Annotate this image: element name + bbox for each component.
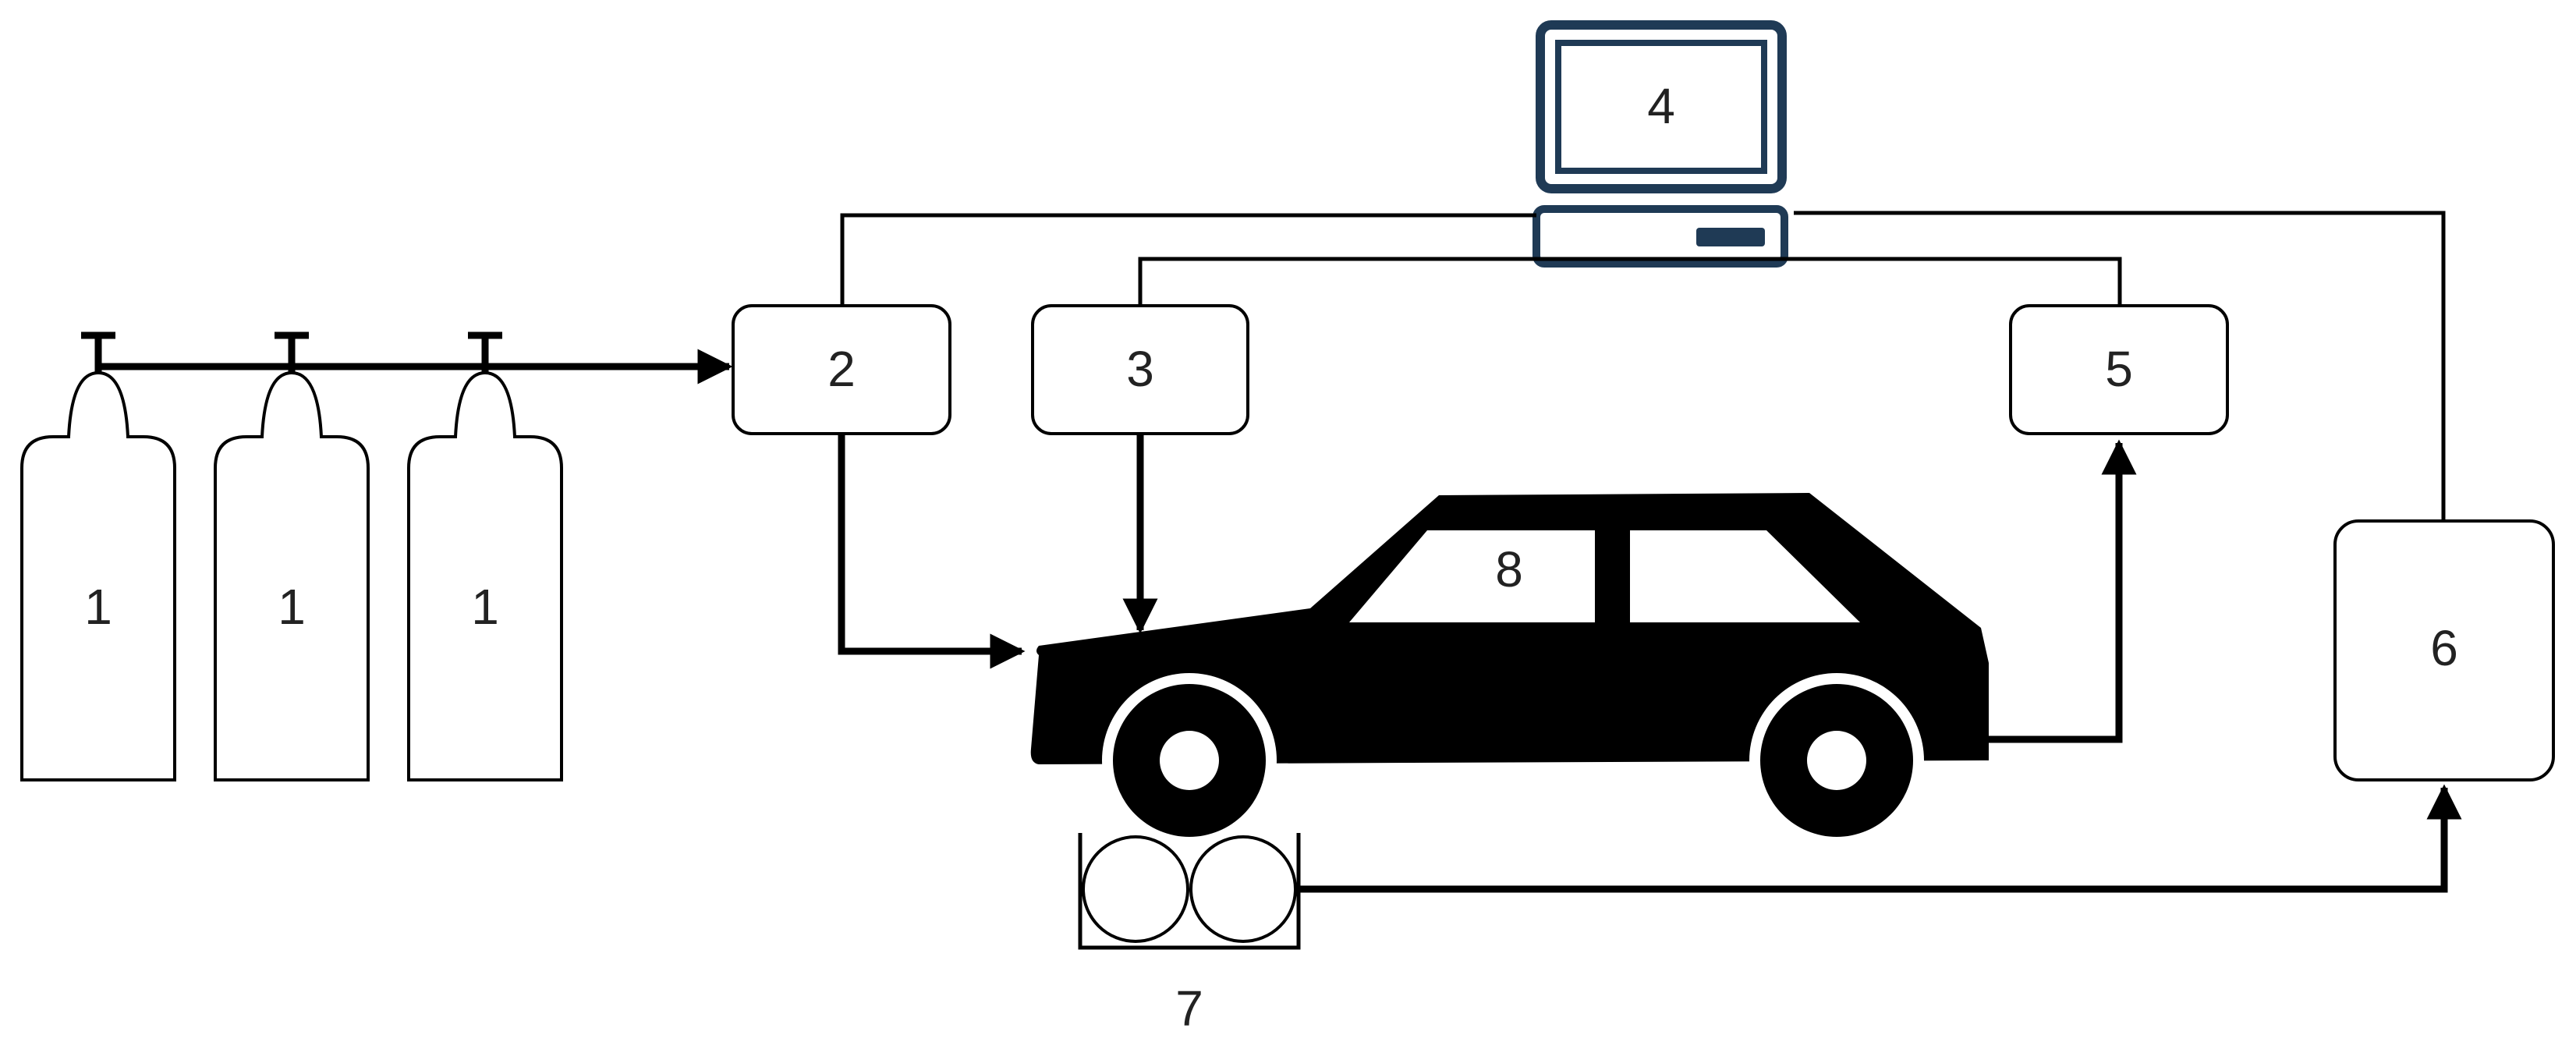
box-3-label: 3: [1126, 341, 1154, 397]
arrow-box2-to-car: [838, 434, 1026, 669]
box-5-label: 5: [2105, 341, 2133, 397]
link-box6-computer: [1794, 211, 2446, 521]
cylinder-2-label: 1: [278, 579, 306, 635]
gas-cylinder-2: 1: [214, 331, 370, 781]
box-6-label: 6: [2430, 620, 2458, 676]
box-5: 5: [2009, 304, 2229, 435]
gas-cylinder-3: 1: [407, 331, 563, 781]
arrow-car-to-box5: [1989, 439, 2137, 743]
arrow-rollers-to-box6: [1299, 784, 2462, 893]
computer-icon: 4: [1532, 20, 1788, 268]
car-label: 8: [1495, 541, 1523, 597]
box-3: 3: [1031, 304, 1249, 435]
rollers-label: 7: [1175, 980, 1203, 1037]
box-2-label: 2: [827, 341, 856, 397]
gas-cylinder-1: 1: [20, 331, 176, 781]
dyno-rollers: 7: [1078, 833, 1301, 1037]
cylinder-3-label: 1: [471, 579, 499, 635]
car-icon: 8: [1030, 493, 1989, 848]
computer-label: 4: [1647, 78, 1675, 134]
link-computer-box2: [840, 213, 1536, 306]
box-6: 6: [2333, 519, 2555, 781]
box-2: 2: [732, 304, 951, 435]
link-computer-box3-box5: [1138, 257, 2122, 306]
cylinder-1-label: 1: [84, 579, 112, 635]
